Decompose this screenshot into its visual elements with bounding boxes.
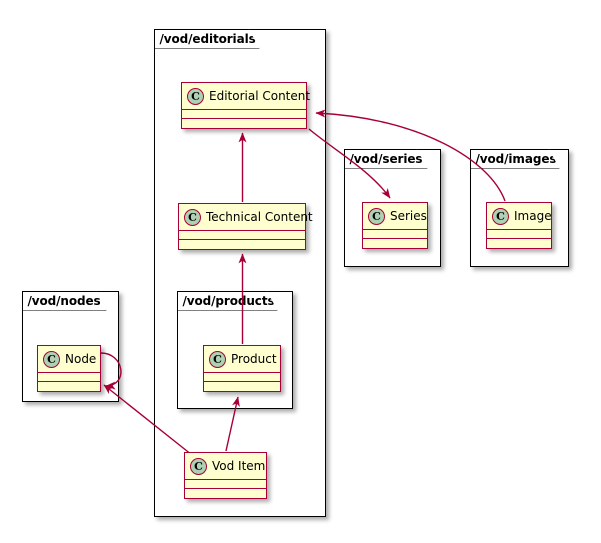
class-attributes-compartment	[363, 230, 427, 239]
class-methods-compartment	[185, 489, 266, 498]
class-header: C Vod Item	[185, 453, 266, 480]
class-series[interactable]: C Series	[362, 202, 428, 249]
class-attributes-compartment	[179, 231, 305, 240]
package-label: /vod/editorials	[159, 31, 256, 46]
class-product[interactable]: C Product	[203, 345, 281, 392]
package-label: /vod/products	[182, 293, 275, 308]
class-methods-compartment	[204, 382, 280, 391]
class-methods-compartment	[182, 119, 306, 128]
class-name: Node	[65, 352, 97, 366]
class-header: C Node	[38, 346, 100, 373]
package-label: /vod/images	[475, 151, 557, 166]
class-methods-compartment	[487, 239, 551, 248]
package-tab-products: /vod/products	[177, 291, 278, 311]
class-node[interactable]: C Node	[37, 345, 101, 392]
class-attributes-compartment	[487, 230, 551, 239]
class-circle-icon: C	[492, 207, 509, 225]
class-attributes-compartment	[38, 373, 100, 382]
package-tab-editorials: /vod/editorials	[154, 29, 260, 49]
class-circle-icon: C	[184, 208, 201, 226]
class-header: C Series	[363, 203, 427, 230]
class-attributes-compartment	[182, 110, 306, 119]
class-circle-icon: C	[190, 457, 207, 475]
class-image[interactable]: C Image	[486, 202, 552, 249]
class-name: Series	[390, 209, 427, 223]
class-circle-icon: C	[368, 207, 385, 225]
class-header: C Technical Content	[179, 204, 313, 231]
package-tab-images: /vod/images	[470, 149, 560, 169]
package-label: /vod/nodes	[27, 293, 101, 308]
package-tab-nodes: /vod/nodes	[22, 291, 107, 311]
class-header: C Product	[204, 346, 280, 373]
package-label: /vod/series	[349, 151, 423, 166]
class-vod-item[interactable]: C Vod Item	[184, 452, 267, 499]
package-tab-series: /vod/series	[344, 149, 428, 169]
class-circle-icon: C	[187, 87, 204, 105]
class-name: Product	[231, 352, 277, 366]
class-name: Technical Content	[206, 210, 313, 224]
class-attributes-compartment	[185, 480, 266, 489]
class-header: C Image	[487, 203, 552, 230]
class-editorial-content[interactable]: C Editorial Content	[181, 82, 310, 129]
class-circle-icon: C	[43, 350, 60, 368]
class-technical-content[interactable]: C Technical Content	[178, 203, 313, 250]
class-circle-icon: C	[209, 350, 226, 368]
class-methods-compartment	[363, 239, 427, 248]
class-name: Editorial Content	[209, 89, 311, 103]
class-header: C Editorial Content	[182, 83, 310, 110]
class-name: Image	[514, 209, 552, 223]
class-methods-compartment	[38, 382, 100, 391]
class-attributes-compartment	[204, 373, 280, 382]
class-methods-compartment	[179, 240, 305, 249]
class-name: Vod Item	[212, 459, 266, 473]
